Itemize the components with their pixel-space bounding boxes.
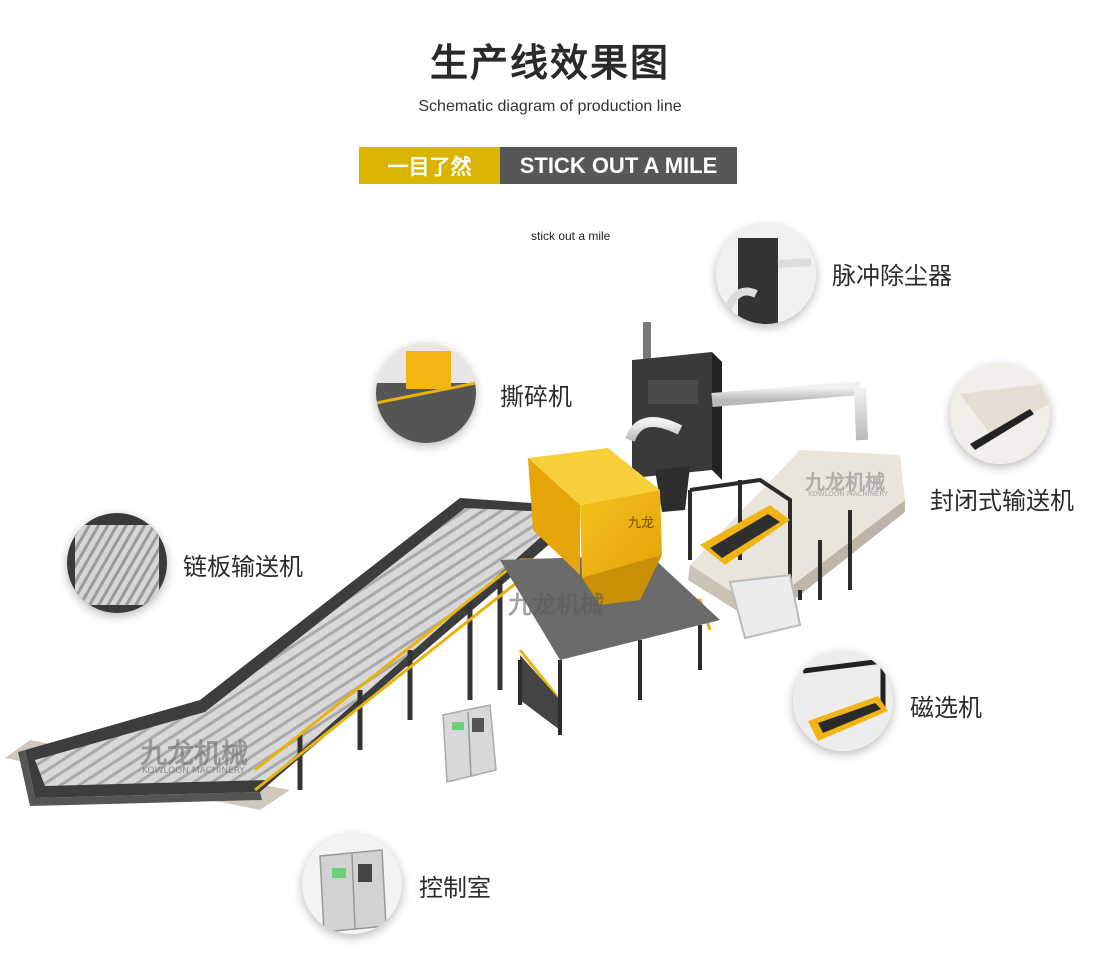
chain-conveyor-thumbnail <box>67 513 167 613</box>
label-chain-conveyor: 链板输送机 <box>183 553 303 581</box>
callout-dust-collector <box>716 224 816 324</box>
page-subtitle: Schematic diagram of production line <box>418 98 682 115</box>
callout-shredder <box>376 343 476 443</box>
shredder-platform <box>500 555 720 735</box>
callout-magnetic-separator <box>793 651 893 751</box>
label-magnetic-separator: 磁选机 <box>910 694 982 722</box>
brand-logo-conveyor-en: KOWLOON MACHINERY <box>142 766 245 776</box>
label-shredder: 撕碎机 <box>500 383 572 411</box>
chain-plate-conveyor <box>18 498 580 806</box>
conveyor-supports <box>297 580 503 790</box>
caption-note: stick out a mile <box>531 229 611 243</box>
shredder-nameplate: 九龙 <box>628 516 655 531</box>
shredder-thumbnail <box>376 343 476 443</box>
label-enclosed-conveyor: 封闭式输送机 <box>930 487 1074 515</box>
control-room-thumbnail <box>302 834 402 934</box>
label-control-room: 控制室 <box>419 874 491 902</box>
label-dust-collector: 脉冲除尘器 <box>832 262 952 290</box>
shredder <box>528 448 662 605</box>
control-cabinet <box>442 704 497 783</box>
enclosed-conveyor-thumbnail <box>950 364 1050 464</box>
banner-cn-label: 一目了然 <box>359 147 500 184</box>
dust-collector-thumbnail <box>716 224 816 324</box>
callout-enclosed-conveyor <box>950 364 1050 464</box>
banner: 一目了然 STICK OUT A MILE <box>359 147 737 184</box>
magnetic-separator <box>688 477 792 600</box>
banner-en-label: STICK OUT A MILE <box>500 147 737 184</box>
brand-logo-enclosed-conveyor-en: KOWLOON MACHINERY <box>808 490 889 498</box>
brand-logo-enclosed-conveyor: 九龙机械 <box>805 470 885 494</box>
callout-chain-conveyor <box>67 513 167 613</box>
brand-logo-platform: 九龙机械 <box>508 591 604 619</box>
page-title: 生产线效果图 <box>429 41 670 85</box>
brand-logo-conveyor: 九龙机械 <box>140 739 248 770</box>
magnetic-separator-thumbnail <box>793 651 893 751</box>
ducting <box>625 381 868 442</box>
dust-collector <box>632 322 722 512</box>
callout-control-room <box>302 834 402 934</box>
collection-bin <box>728 573 802 640</box>
